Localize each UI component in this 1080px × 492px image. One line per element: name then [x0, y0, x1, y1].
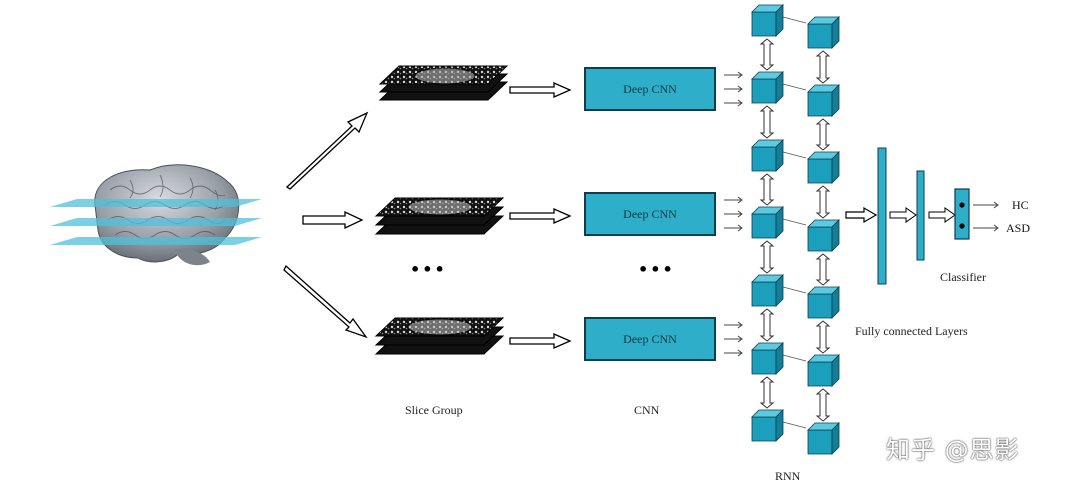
brain-slice-planes	[50, 199, 262, 245]
cnn-box-label: Deep CNN	[623, 206, 677, 221]
cnn-box-label: Deep CNN	[623, 81, 677, 96]
rnn-cube-right	[807, 286, 840, 319]
rnn-cube-left	[751, 4, 784, 37]
slice-stack-2	[374, 197, 505, 235]
classifier-box	[954, 188, 999, 240]
fully-connected-layers	[877, 147, 956, 285]
rnn-cross-link	[782, 83, 807, 91]
rnn-cube-left	[751, 139, 784, 172]
brain-illustration	[94, 164, 240, 266]
rnn-link-right	[815, 320, 831, 354]
rnn-cube-left	[751, 342, 784, 375]
rnn-link-right	[815, 253, 831, 286]
output-asd-label: ASD	[1006, 221, 1031, 235]
rnn-cube-right	[807, 84, 840, 117]
rnn-link-right	[815, 50, 831, 84]
rnn-cube-left	[751, 409, 784, 442]
cnn-box-1: Deep CNN	[584, 67, 716, 111]
rnn-cross-link	[782, 16, 807, 24]
rnn-link-right	[815, 118, 831, 151]
rnn-cross-link	[782, 218, 807, 226]
cnn-ellipsis: •••	[638, 260, 675, 279]
output-hc-label: HC	[1012, 198, 1029, 212]
rnn-cube-grid	[751, 4, 840, 455]
rnn-link-right	[815, 388, 831, 422]
rnn-link-left	[759, 376, 775, 409]
rnn-cube-left	[751, 71, 784, 104]
rnn-cube-right	[807, 219, 840, 252]
rnn-cross-link	[782, 421, 807, 429]
fully-connected-label: Fully connected Layers	[855, 324, 968, 338]
cnn-to-rnn-arrows	[724, 71, 743, 357]
classifier-node-hc	[959, 202, 965, 208]
slice-ellipsis: •••	[410, 260, 447, 279]
fc-layer-2	[916, 170, 925, 261]
rnn-cube-left	[751, 206, 784, 239]
rnn-cube-right	[807, 16, 840, 49]
rnn-cross-link	[782, 286, 807, 294]
rnn-link-left	[759, 173, 775, 206]
slices-to-cnn-arrows	[509, 82, 572, 349]
watermark-text: 知乎 @思影	[886, 436, 1020, 464]
rnn-to-fc-arrow	[845, 206, 878, 224]
arrow-mid	[302, 210, 364, 230]
rnn-link-left	[759, 38, 775, 71]
cnn-box-3: Deep CNN	[584, 317, 716, 361]
rnn-cross-link	[782, 354, 807, 362]
rnn-cube-left	[751, 274, 784, 307]
classifier-label: Classifier	[940, 270, 986, 284]
rnn-cross-link	[782, 151, 807, 159]
cnn-box-2: Deep CNN	[584, 192, 716, 236]
rnn-link-left	[759, 240, 775, 274]
rnn-link-right	[815, 185, 831, 219]
slice-group-label: Slice Group	[405, 403, 463, 417]
slice-stack-1	[378, 65, 509, 101]
brain-to-slices-arrows	[283, 111, 369, 339]
cnn-label: CNN	[634, 403, 660, 417]
rnn-link-left	[759, 308, 775, 342]
arrow-down	[283, 264, 368, 339]
fc-layer-1	[877, 147, 887, 285]
classifier-node-asd	[959, 223, 965, 229]
slice-stack-3	[374, 317, 505, 355]
rnn-link-left	[759, 105, 775, 139]
arrow-up	[285, 111, 369, 190]
rnn-cube-right	[807, 354, 840, 387]
rnn-cube-right	[807, 422, 840, 455]
rnn-label: RNN	[775, 469, 801, 483]
rnn-cube-right	[807, 151, 840, 184]
cnn-box-label: Deep CNN	[623, 331, 677, 346]
